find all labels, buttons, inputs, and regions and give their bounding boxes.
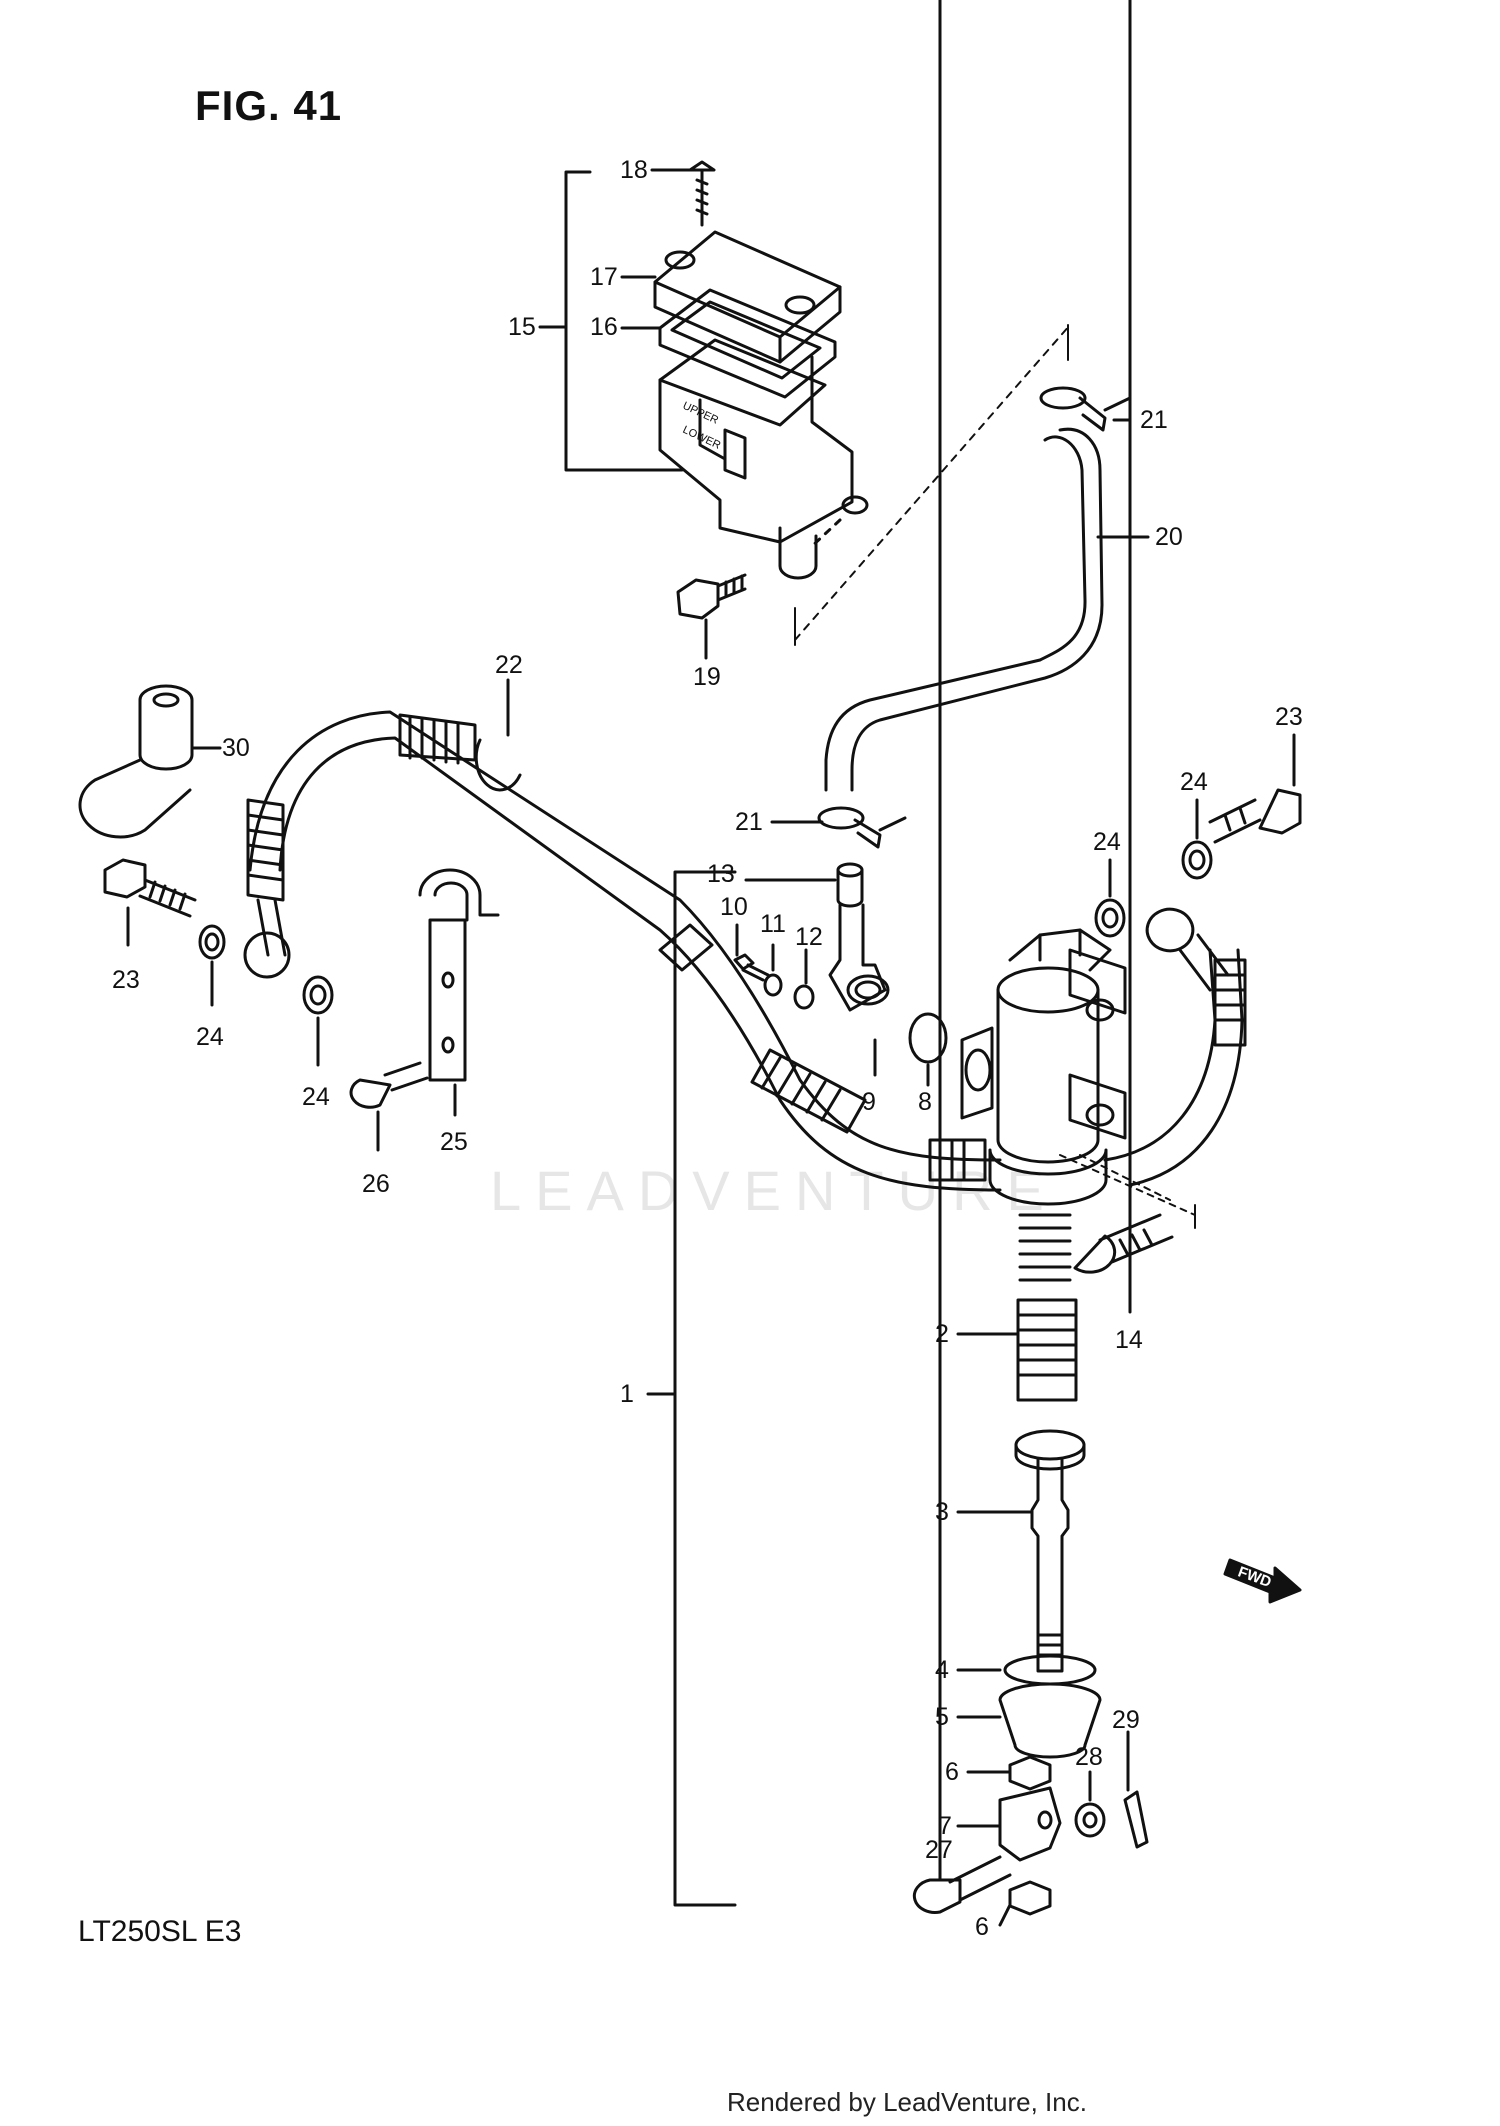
callout-24-left-b: 24: [302, 1083, 330, 1111]
callout-17: 17: [590, 263, 618, 291]
callout-21-upper: 21: [1140, 406, 1168, 434]
callout-24-left-a: 24: [196, 1023, 224, 1051]
brake-hose: [243, 678, 1247, 1201]
forward-arrow: [1223, 1558, 1302, 1604]
callout-16: 16: [590, 313, 618, 341]
callout-6-lower: 6: [975, 1913, 989, 1941]
callout-30: 30: [222, 734, 250, 762]
callout-5: 5: [935, 1703, 949, 1731]
callout-13: 13: [707, 860, 735, 888]
callout-20: 20: [1155, 523, 1183, 551]
fitting-parts: [733, 862, 948, 1087]
reservoir-assembly: [538, 160, 1071, 660]
callout-19: 19: [693, 663, 721, 691]
callout-6-upper: 6: [945, 1758, 959, 1786]
callout-labels: 18 17 16 15 19 21 20 22 30 23 24 24 21 1…: [112, 156, 1303, 1941]
callout-26: 26: [362, 1170, 390, 1198]
callout-2: 2: [935, 1320, 949, 1348]
callout-27: 27: [925, 1836, 953, 1864]
pushrod-assembly: [912, 0, 1149, 1927]
callout-21-lower: 21: [735, 808, 763, 836]
model-code: LT250SL E3: [78, 1915, 242, 1948]
callout-24-right-b: 24: [1093, 828, 1121, 856]
figure-title: FIG. 41: [195, 82, 343, 129]
callout-8: 8: [918, 1088, 932, 1116]
callout-4: 4: [935, 1656, 949, 1684]
callout-29: 29: [1112, 1706, 1140, 1734]
callout-18: 18: [620, 156, 648, 184]
callout-12: 12: [795, 923, 823, 951]
callout-24-right-a: 24: [1180, 768, 1208, 796]
callout-7: 7: [938, 1812, 952, 1840]
left-hardware: [78, 684, 1302, 1152]
callout-14: 14: [1115, 1326, 1143, 1354]
callout-15: 15: [508, 313, 536, 341]
callout-28: 28: [1075, 1743, 1103, 1771]
callout-23-left: 23: [112, 966, 140, 994]
callout-11: 11: [760, 910, 786, 938]
callout-9: 9: [862, 1088, 876, 1116]
reservoir-hose: [770, 386, 1150, 849]
callout-1: 1: [620, 1380, 634, 1408]
callout-23-right: 23: [1275, 703, 1303, 731]
render-credit: Rendered by LeadVenture, Inc.: [727, 2087, 1087, 2117]
callout-22: 22: [495, 651, 523, 679]
callout-10: 10: [720, 893, 748, 921]
assembly-bracket: [646, 870, 837, 1907]
callout-25: 25: [440, 1128, 468, 1156]
master-cylinder: [960, 0, 1196, 1314]
callout-3: 3: [935, 1498, 949, 1526]
